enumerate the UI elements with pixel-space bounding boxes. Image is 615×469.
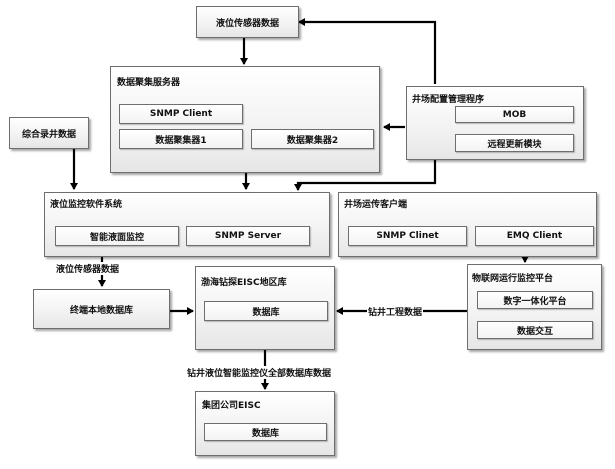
data-exchange-label: 数据交互 xyxy=(516,326,553,337)
node-iot-platform: 物联网运行监控平台 数字一体化平台 数据交互 xyxy=(467,264,602,350)
aggregation-server-title: 数据聚集服务器 xyxy=(117,78,181,88)
node-wellsite-client: 井场运传客户端 SNMP Clinet EMQ Client xyxy=(338,192,597,257)
node-liquid-monitoring-system: 液位监控软件系统 智能液面监控 SNMP Server xyxy=(44,192,330,257)
node-liquid-sensor-data-label: 液位传感器数据 xyxy=(215,18,279,29)
bohai-db-label: 数据库 xyxy=(252,307,280,318)
node-liquid-sensor-data: 液位传感器数据 xyxy=(196,6,299,38)
aggregator-1-label: 数据聚集器1 xyxy=(155,135,207,146)
edge-label-sensor-data: 液位传感器数据 xyxy=(55,262,121,275)
snmp-server-label: SNMP Server xyxy=(214,231,282,241)
monitoring-system-title: 液位监控软件系统 xyxy=(50,200,123,210)
snmp-clinet-label: SNMP Clinet xyxy=(376,231,439,241)
emq-client-label: EMQ Client xyxy=(506,231,563,241)
edge-config-to-sensor xyxy=(298,18,437,84)
digital-platform-box: 数字一体化平台 xyxy=(477,291,593,309)
data-exchange-box: 数据交互 xyxy=(477,321,593,339)
config-manager-title: 井场配置管理程序 xyxy=(412,95,485,105)
bohai-db-box: 数据库 xyxy=(204,301,328,321)
wellsite-client-title: 井场运传客户端 xyxy=(344,200,408,210)
snmp-client-label: SNMP Client xyxy=(149,109,213,119)
smart-monitor-label: 智能液面监控 xyxy=(89,232,144,243)
node-wellsite-config-manager: 井场配置管理程序 MOB 远程更新模块 xyxy=(406,86,584,160)
smart-monitor-box: 智能液面监控 xyxy=(55,226,179,246)
node-comprehensive-well-data: 综合录井数据 xyxy=(9,117,89,149)
iot-platform-title: 物联网运行监控平台 xyxy=(472,274,554,284)
snmp-client-box: SNMP Client xyxy=(119,104,243,124)
edge-config-to-monitoring xyxy=(294,160,437,191)
snmp-clinet-box: SNMP Clinet xyxy=(348,226,467,246)
group-eisc-title: 集团公司EISC xyxy=(202,401,261,411)
group-db-label: 数据库 xyxy=(251,428,279,439)
snmp-server-box: SNMP Server xyxy=(186,226,310,246)
edge-label-drilling-data: 钻井工程数据 xyxy=(367,305,424,318)
aggregator-2-box: 数据聚集器2 xyxy=(251,129,374,149)
remote-update-box: 远程更新模块 xyxy=(455,134,574,152)
node-data-aggregation-server: 数据聚集服务器 SNMP Client 数据聚集器1 数据聚集器2 xyxy=(110,66,380,173)
aggregator-1-box: 数据聚集器1 xyxy=(119,129,243,149)
mob-label: MOB xyxy=(502,109,527,120)
digital-platform-label: 数字一体化平台 xyxy=(503,296,567,307)
aggregator-2-label: 数据聚集器2 xyxy=(286,135,339,146)
node-group-eisc: 集团公司EISC 数据库 xyxy=(195,391,335,456)
node-terminal-local-db: 终端本地数据库 xyxy=(33,289,170,329)
node-bohai-eisc: 渤海钻探EISC地区库 数据库 xyxy=(195,266,335,350)
group-db-box: 数据库 xyxy=(204,423,327,441)
bohai-eisc-title: 渤海钻探EISC地区库 xyxy=(201,278,287,288)
node-terminal-local-db-label: 终端本地数据库 xyxy=(69,305,133,316)
mob-box: MOB xyxy=(455,106,574,123)
remote-update-label: 远程更新模块 xyxy=(487,139,542,150)
node-comprehensive-well-data-label: 综合录井数据 xyxy=(21,129,76,140)
edge-label-all-db-data: 钻井液位智能监控仪全部数据库数据 xyxy=(186,366,333,379)
emq-client-box: EMQ Client xyxy=(475,226,594,246)
